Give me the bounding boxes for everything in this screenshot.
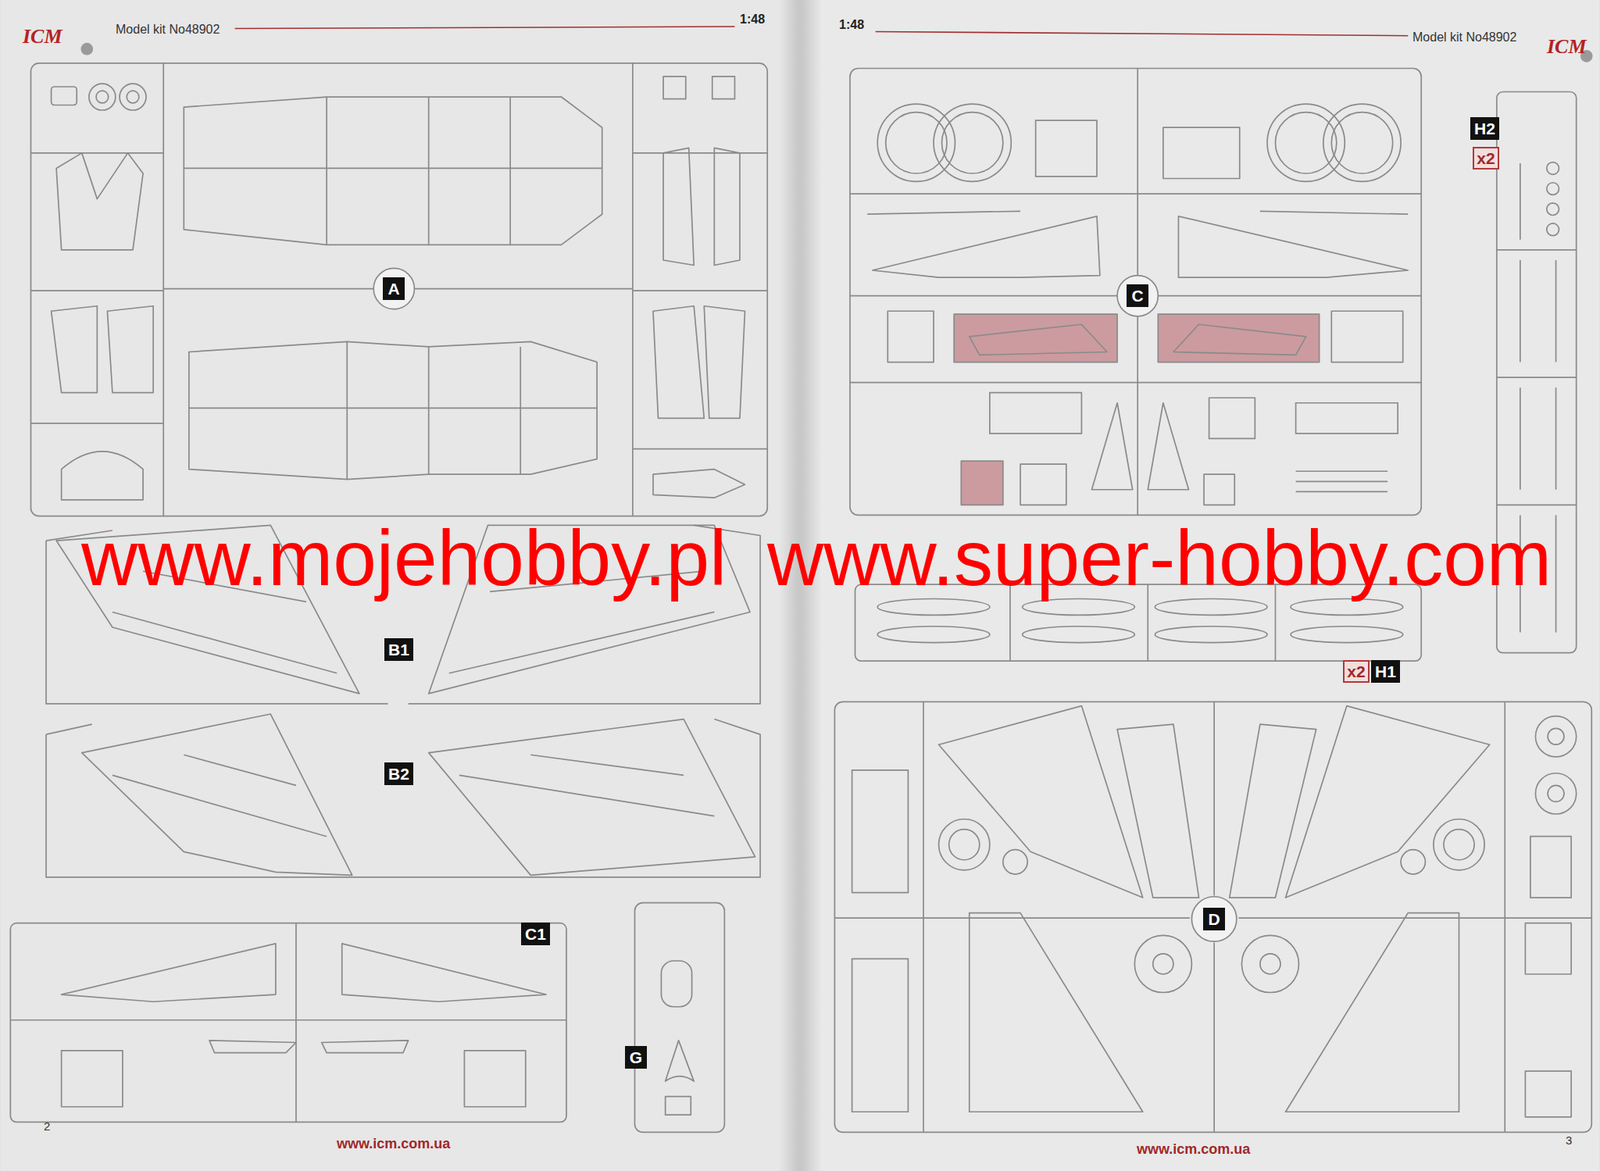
page-text: Model kit No48902	[115, 23, 220, 36]
sprue-letter: B2	[388, 765, 410, 783]
sprue-label: G	[625, 1046, 647, 1069]
sprue-label: B1	[384, 638, 414, 661]
page-text: www.icm.com.ua	[1136, 1142, 1250, 1157]
page-text: ICM	[1546, 36, 1587, 58]
page-text: 2	[43, 1120, 50, 1133]
sprue-letter: C	[1131, 287, 1143, 304]
watermark: www.mojehobby.pl	[81, 518, 727, 597]
sprue-label: A	[382, 277, 405, 300]
sprue-letter: A	[387, 280, 400, 297]
page-text: ICM	[22, 26, 63, 47]
sprue-letter: H2	[1474, 120, 1496, 137]
sprue-letter: D	[1207, 910, 1220, 928]
sprue-label: C	[1126, 284, 1149, 308]
sprue-letter: x2	[1346, 663, 1365, 680]
sprue-letter: C1	[525, 925, 547, 943]
sprue-letter: G	[629, 1049, 643, 1066]
sprue-label: x2	[1342, 660, 1370, 683]
sprue-label: C1	[521, 922, 550, 946]
sprue-label: H2	[1470, 117, 1500, 140]
watermark: www.super-hobby.com	[767, 518, 1552, 597]
sprue-label: H1	[1371, 660, 1400, 683]
sprue-letter: H1	[1375, 663, 1397, 680]
page-text: www.icm.com.ua	[336, 1136, 450, 1151]
page-text: Model kit No48902	[1412, 31, 1517, 44]
sprue-letter: x2	[1476, 150, 1495, 167]
page-text: 1:48	[839, 18, 865, 32]
sprue-label: D	[1203, 907, 1225, 931]
sprue-label: B2	[384, 762, 414, 786]
sprue-letter: B1	[388, 641, 410, 658]
page-text: 3	[1565, 1134, 1572, 1147]
page-text: 1:48	[739, 13, 765, 26]
sprue-label: x2	[1472, 146, 1500, 170]
